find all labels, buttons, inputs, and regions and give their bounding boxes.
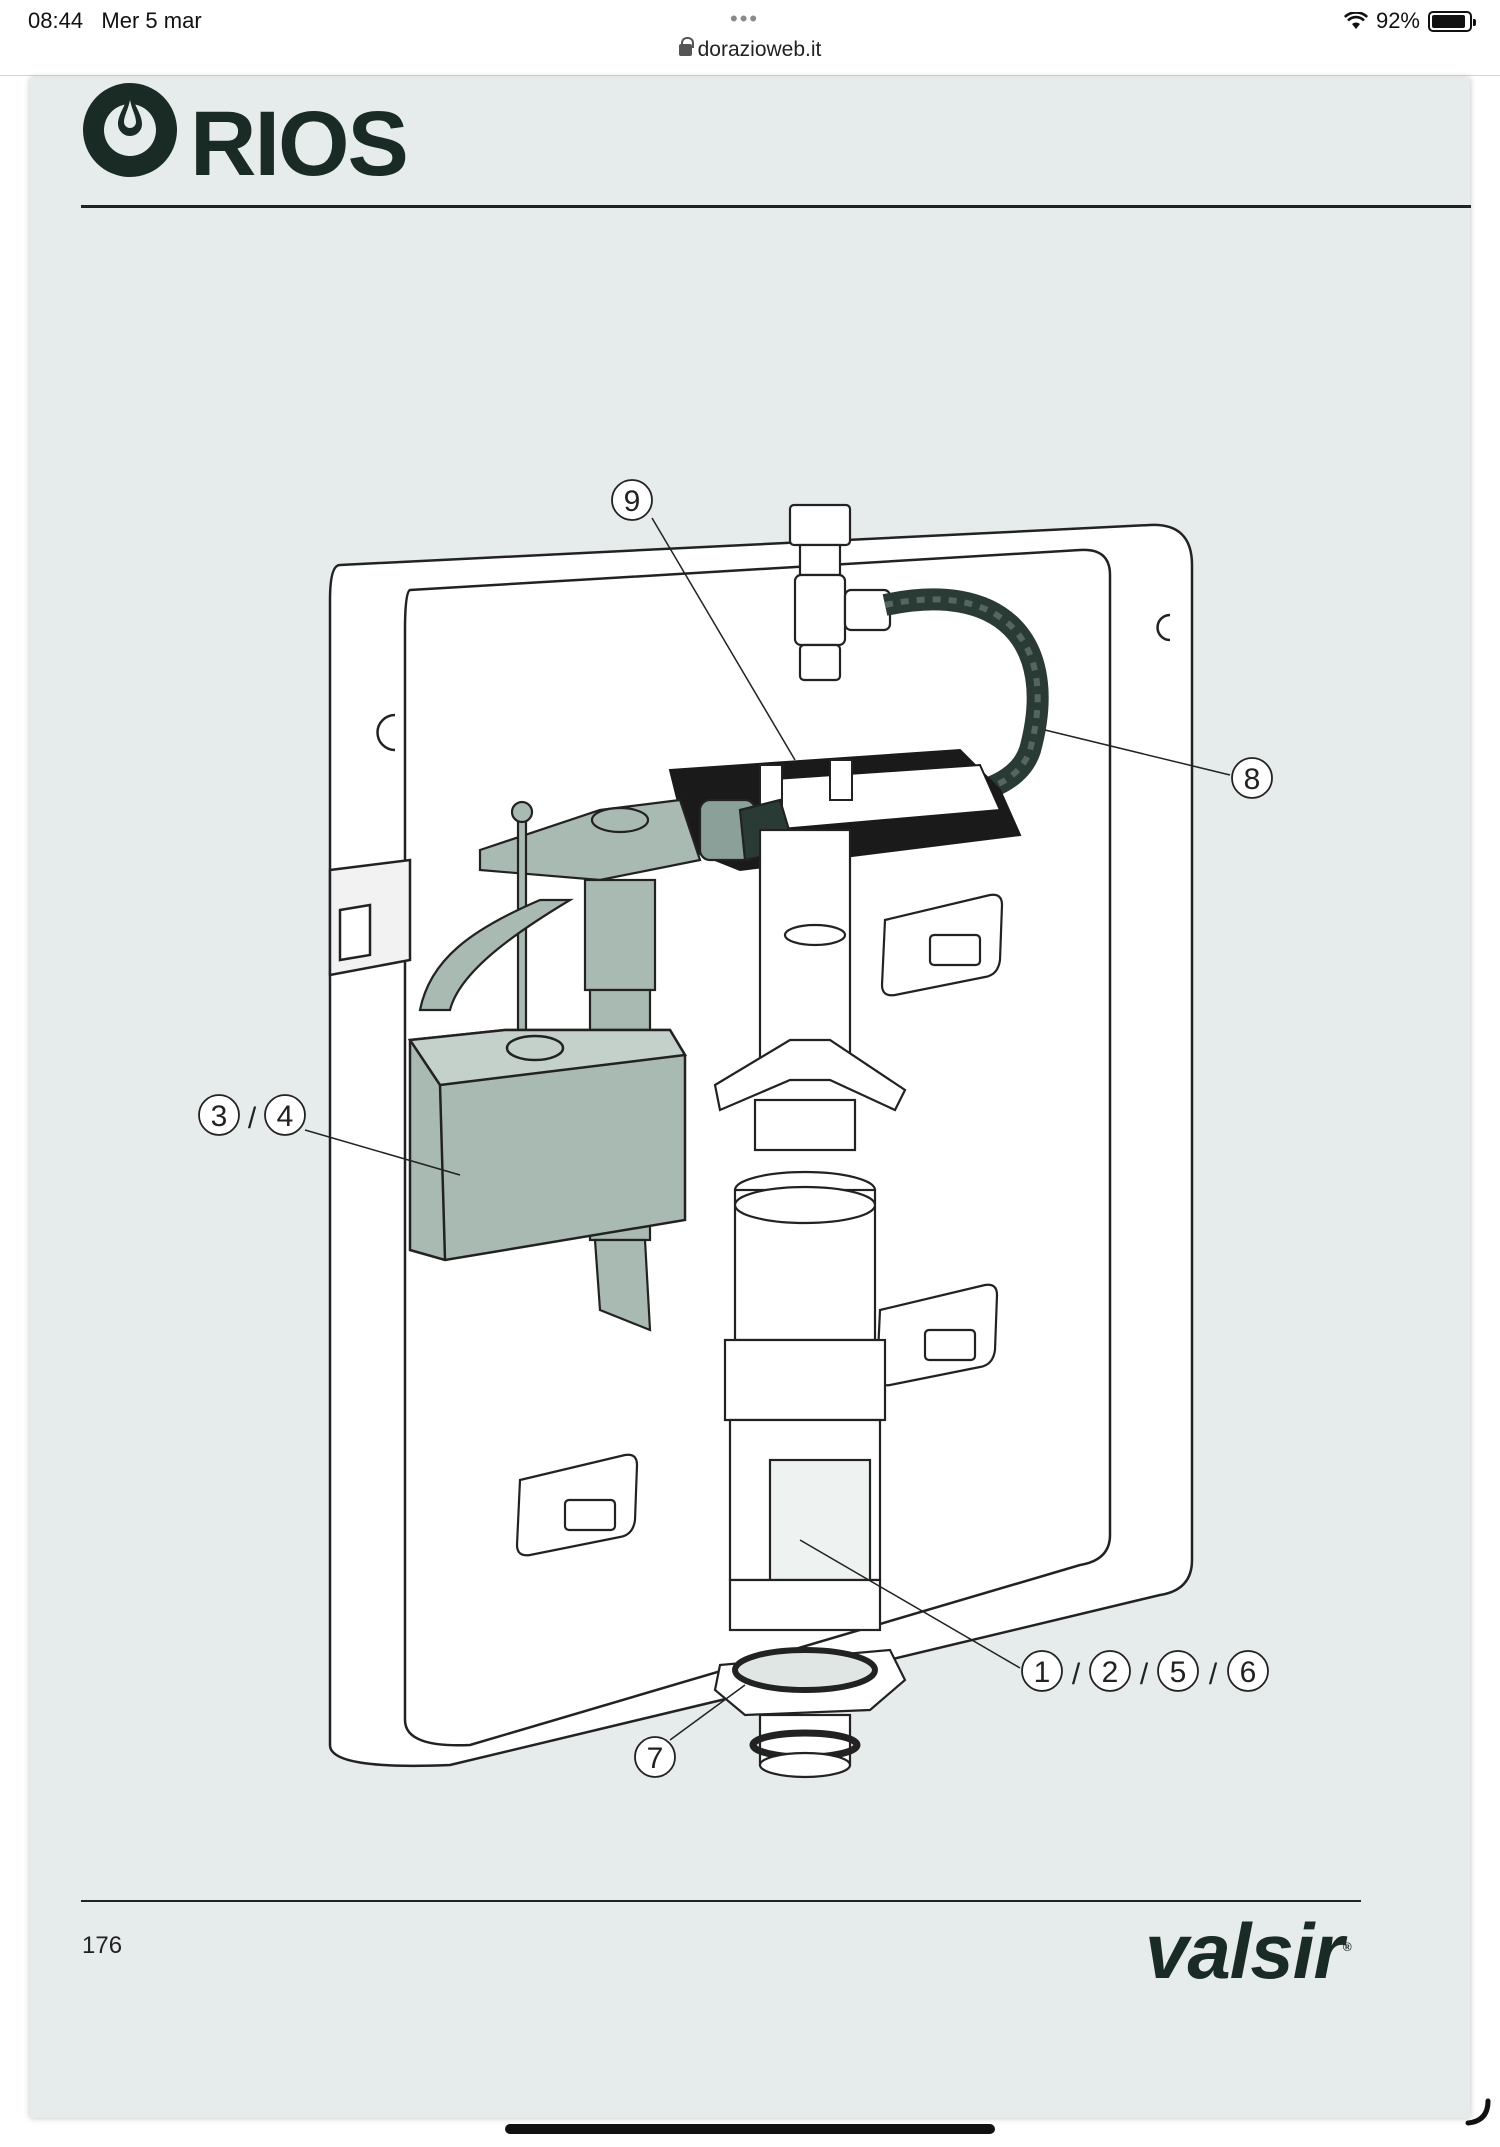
url-bar[interactable]: dorazioweb.it xyxy=(0,37,1500,62)
callout-1 xyxy=(1021,1650,1063,1692)
brand-name: RIOS xyxy=(190,93,409,195)
callout-7 xyxy=(634,1736,676,1778)
callout-label-4: 4 xyxy=(277,1100,294,1133)
valsir-logo: valsir® xyxy=(1145,1907,1352,1995)
more-dots-icon[interactable]: ••• xyxy=(730,6,760,31)
resize-corner-icon[interactable] xyxy=(1462,2097,1492,2127)
wifi-icon xyxy=(1343,12,1368,29)
callout-6 xyxy=(1227,1650,1269,1692)
callout-slash-56: / xyxy=(1209,1658,1218,1691)
callout-label-1: 1 xyxy=(1034,1656,1051,1689)
callout-4 xyxy=(264,1094,306,1136)
battery-percent: 92% xyxy=(1375,8,1420,33)
callout-label-3: 3 xyxy=(211,1100,228,1133)
callout-8 xyxy=(1231,757,1273,799)
callout-label-5: 5 xyxy=(1170,1656,1187,1689)
callout-label-9: 9 xyxy=(624,485,641,518)
callout-labels: 9 8 3 / 4 1 / 2 / 5 / 6 7 xyxy=(211,485,1261,1775)
callout-label-8: 8 xyxy=(1244,763,1261,796)
callout-lines xyxy=(304,517,1231,1741)
callout-5 xyxy=(1157,1650,1199,1692)
callout-label-7: 7 xyxy=(647,1742,664,1775)
callout-2 xyxy=(1089,1650,1131,1692)
lock-icon xyxy=(678,37,694,56)
callout-slash-34: / xyxy=(248,1102,257,1135)
status-bar: 08:44 Mer 5 mar ••• dorazioweb.it 92% xyxy=(0,0,1500,76)
callout-slash-25: / xyxy=(1140,1658,1149,1691)
header-rule xyxy=(81,205,1471,208)
home-indicator[interactable] xyxy=(505,2124,995,2134)
footer-rule xyxy=(81,1900,1361,1902)
inlet-tee xyxy=(788,503,892,682)
flush-valve xyxy=(713,828,907,1779)
battery-icon xyxy=(1428,10,1476,32)
callout-3 xyxy=(198,1094,240,1136)
callout-slash-12: / xyxy=(1072,1658,1081,1691)
status-time: 08:44 Mer 5 mar xyxy=(28,8,202,33)
wall-brackets xyxy=(515,893,1004,1557)
callouts xyxy=(198,479,1273,1778)
page-number: 176 xyxy=(82,1932,123,1959)
rios-logo xyxy=(83,83,177,177)
status-right: 92% xyxy=(1343,8,1476,34)
float-box xyxy=(407,1028,688,1262)
callout-label-2: 2 xyxy=(1102,1656,1119,1689)
callout-9 xyxy=(611,479,653,521)
url-text: dorazioweb.it xyxy=(697,38,822,61)
callout-label-6: 6 xyxy=(1240,1656,1257,1689)
